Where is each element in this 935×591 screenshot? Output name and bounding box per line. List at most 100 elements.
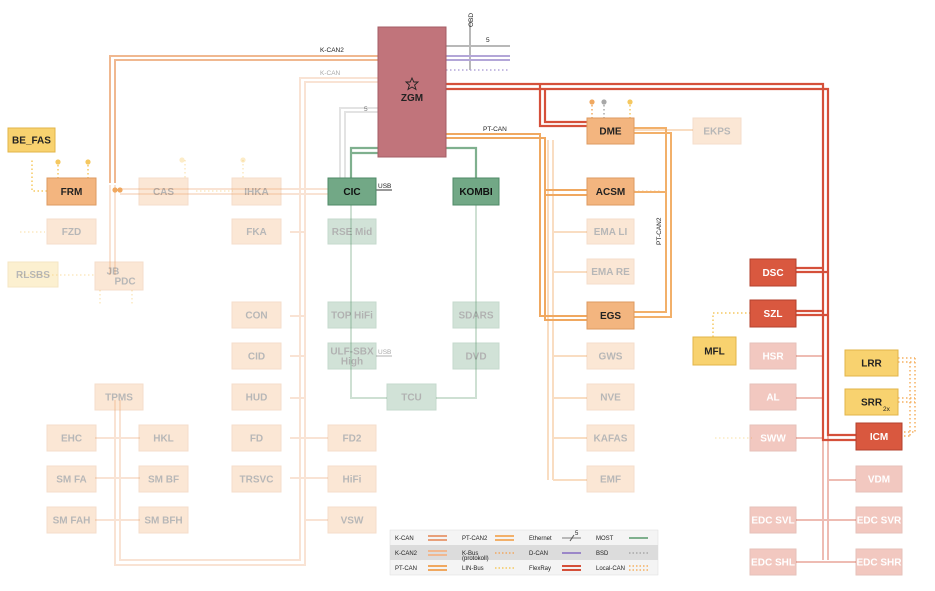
pt-can2-label: PT-CAN2 xyxy=(656,217,663,245)
ecu-hsr[interactable]: HSR xyxy=(749,342,797,370)
ecu-trsvc[interactable]: TRSVC xyxy=(231,465,282,493)
ecu-hifi[interactable]: HiFi xyxy=(327,465,377,493)
ecu-emf[interactable]: EMF xyxy=(586,465,635,493)
ecu-label: SDARS xyxy=(458,311,493,322)
ecu-nve[interactable]: NVE xyxy=(586,383,635,411)
ecu-smfa[interactable]: SM FA xyxy=(46,465,97,493)
ecu-label: CON xyxy=(245,311,267,322)
svg-text:PT-CAN2: PT-CAN2 xyxy=(462,536,488,542)
ecu-edc-shl[interactable]: EDC SHL xyxy=(749,548,797,576)
ecu-box xyxy=(7,127,56,153)
ecu-al[interactable]: AL xyxy=(749,383,797,411)
ecu-szl[interactable]: SZL xyxy=(749,299,797,328)
ecu-label: EDC SHL xyxy=(751,558,795,569)
ecu-dme[interactable]: DME xyxy=(586,117,635,145)
ecu-dvd[interactable]: DVD xyxy=(452,342,500,370)
ecu-ekps[interactable]: EKPS xyxy=(692,117,742,145)
ecu-label: DSC xyxy=(762,268,783,279)
ecu-smfah[interactable]: SM FAH xyxy=(46,506,97,534)
ecu-ehc[interactable]: EHC xyxy=(46,424,97,452)
ecu-label: RSE Mid xyxy=(332,227,373,238)
ecu-vdm[interactable]: VDM xyxy=(855,465,903,493)
ecu-cic[interactable]: CIC xyxy=(327,177,377,206)
ecu-box xyxy=(452,177,500,206)
ecu-acsm[interactable]: ACSM xyxy=(586,177,635,206)
obd-label: OBD xyxy=(468,13,475,27)
ecu-kafas[interactable]: KAFAS xyxy=(586,424,635,452)
ecu-fd[interactable]: FD xyxy=(231,424,282,452)
legend-item-k-can: K-CAN xyxy=(395,535,447,542)
ecu-box xyxy=(586,342,635,370)
ecu-srr[interactable]: SRR xyxy=(844,388,899,416)
legend-item-k-can2: K-CAN2 xyxy=(395,550,447,557)
ecu-label: FZD xyxy=(62,227,81,238)
ecu-fka[interactable]: FKA xyxy=(231,218,282,245)
ecu-hud[interactable]: HUD xyxy=(231,383,282,411)
k-can-label: K-CAN xyxy=(320,70,341,77)
ecu-lrr[interactable]: LRR xyxy=(844,349,899,377)
ecu-dsc[interactable]: DSC xyxy=(749,258,797,287)
ecu-mfl[interactable]: MFL xyxy=(692,336,737,366)
ecu-label: EMA LI xyxy=(594,227,628,238)
eth-count-cic: 5 xyxy=(364,106,368,113)
ecu-smbfh[interactable]: SM BFH xyxy=(138,506,189,534)
ecu-emali[interactable]: EMA LI xyxy=(586,218,635,245)
ecu-edc-svr[interactable]: EDC SVR xyxy=(855,506,903,534)
ecu-cas[interactable]: CAS xyxy=(138,177,189,206)
ecu-sww[interactable]: SWW xyxy=(749,424,797,452)
ecu-box xyxy=(327,424,377,452)
ecu-label: ACSM xyxy=(596,187,625,198)
zgm-label: ZGM xyxy=(401,93,423,104)
ecu-cid[interactable]: CID xyxy=(231,342,282,370)
ecu-tcu[interactable]: TCU xyxy=(386,383,437,411)
ecu-tpms[interactable]: TPMS xyxy=(94,383,144,411)
ecu-be-fas[interactable]: BE_FAS xyxy=(7,127,56,153)
ecu-label: CAS xyxy=(153,187,174,198)
pin-dot xyxy=(627,99,633,105)
k-can2-label: K-CAN2 xyxy=(320,47,344,54)
ecu-label: TOP HiFi xyxy=(331,311,373,322)
svg-text:PT-CAN: PT-CAN xyxy=(395,566,417,572)
ecu-frm[interactable]: FRM xyxy=(46,177,97,206)
ecu-icm[interactable]: ICM xyxy=(855,422,903,451)
ecu-fzd[interactable]: FZD xyxy=(46,218,97,245)
ecu-box xyxy=(586,465,635,493)
ecu-vsw[interactable]: VSW xyxy=(327,506,377,534)
ecu-box xyxy=(231,465,282,493)
ecu-top-hifi[interactable]: TOP HiFi xyxy=(327,301,377,329)
ecu-box xyxy=(749,424,797,452)
ecu-edc-svl[interactable]: EDC SVL xyxy=(749,506,797,534)
ecu-box xyxy=(586,424,635,452)
ecu-box xyxy=(586,177,635,206)
ecu-label: TRSVC xyxy=(240,475,274,486)
ecu-con[interactable]: CON xyxy=(231,301,282,329)
ecu-sdars[interactable]: SDARS xyxy=(452,301,500,329)
legend-item-bsd: BSD xyxy=(596,551,648,557)
ecu-box xyxy=(46,506,97,534)
ecu-gws[interactable]: GWS xyxy=(586,342,635,370)
ecu-kombi[interactable]: KOMBI xyxy=(452,177,500,206)
ecu-label: MFL xyxy=(704,347,725,358)
ecu-box xyxy=(692,117,742,145)
ecu-rlsbs[interactable]: RLSBS xyxy=(7,261,59,288)
ecu-box xyxy=(94,383,144,411)
ecu-label: GWS xyxy=(599,352,623,363)
ecu-edc-shr[interactable]: EDC SHR xyxy=(855,548,903,576)
ecu-smbf[interactable]: SM BF xyxy=(138,465,189,493)
ecu-emare[interactable]: EMA RE xyxy=(586,258,635,285)
ecu-label: SM FA xyxy=(56,475,87,486)
ecu-hkl[interactable]: HKL xyxy=(138,424,189,452)
zgm-gateway[interactable]: ZGM xyxy=(377,26,447,158)
ecu-rse-mid[interactable]: RSE Mid xyxy=(327,218,377,245)
ecu-label: EKPS xyxy=(703,127,731,138)
ecu-box xyxy=(327,301,377,329)
ecu-label: DME xyxy=(599,127,622,138)
ecu-egs[interactable]: EGS xyxy=(586,301,635,330)
ecu-ihka[interactable]: IHKA xyxy=(231,177,282,206)
ecu-fd2[interactable]: FD2 xyxy=(327,424,377,452)
